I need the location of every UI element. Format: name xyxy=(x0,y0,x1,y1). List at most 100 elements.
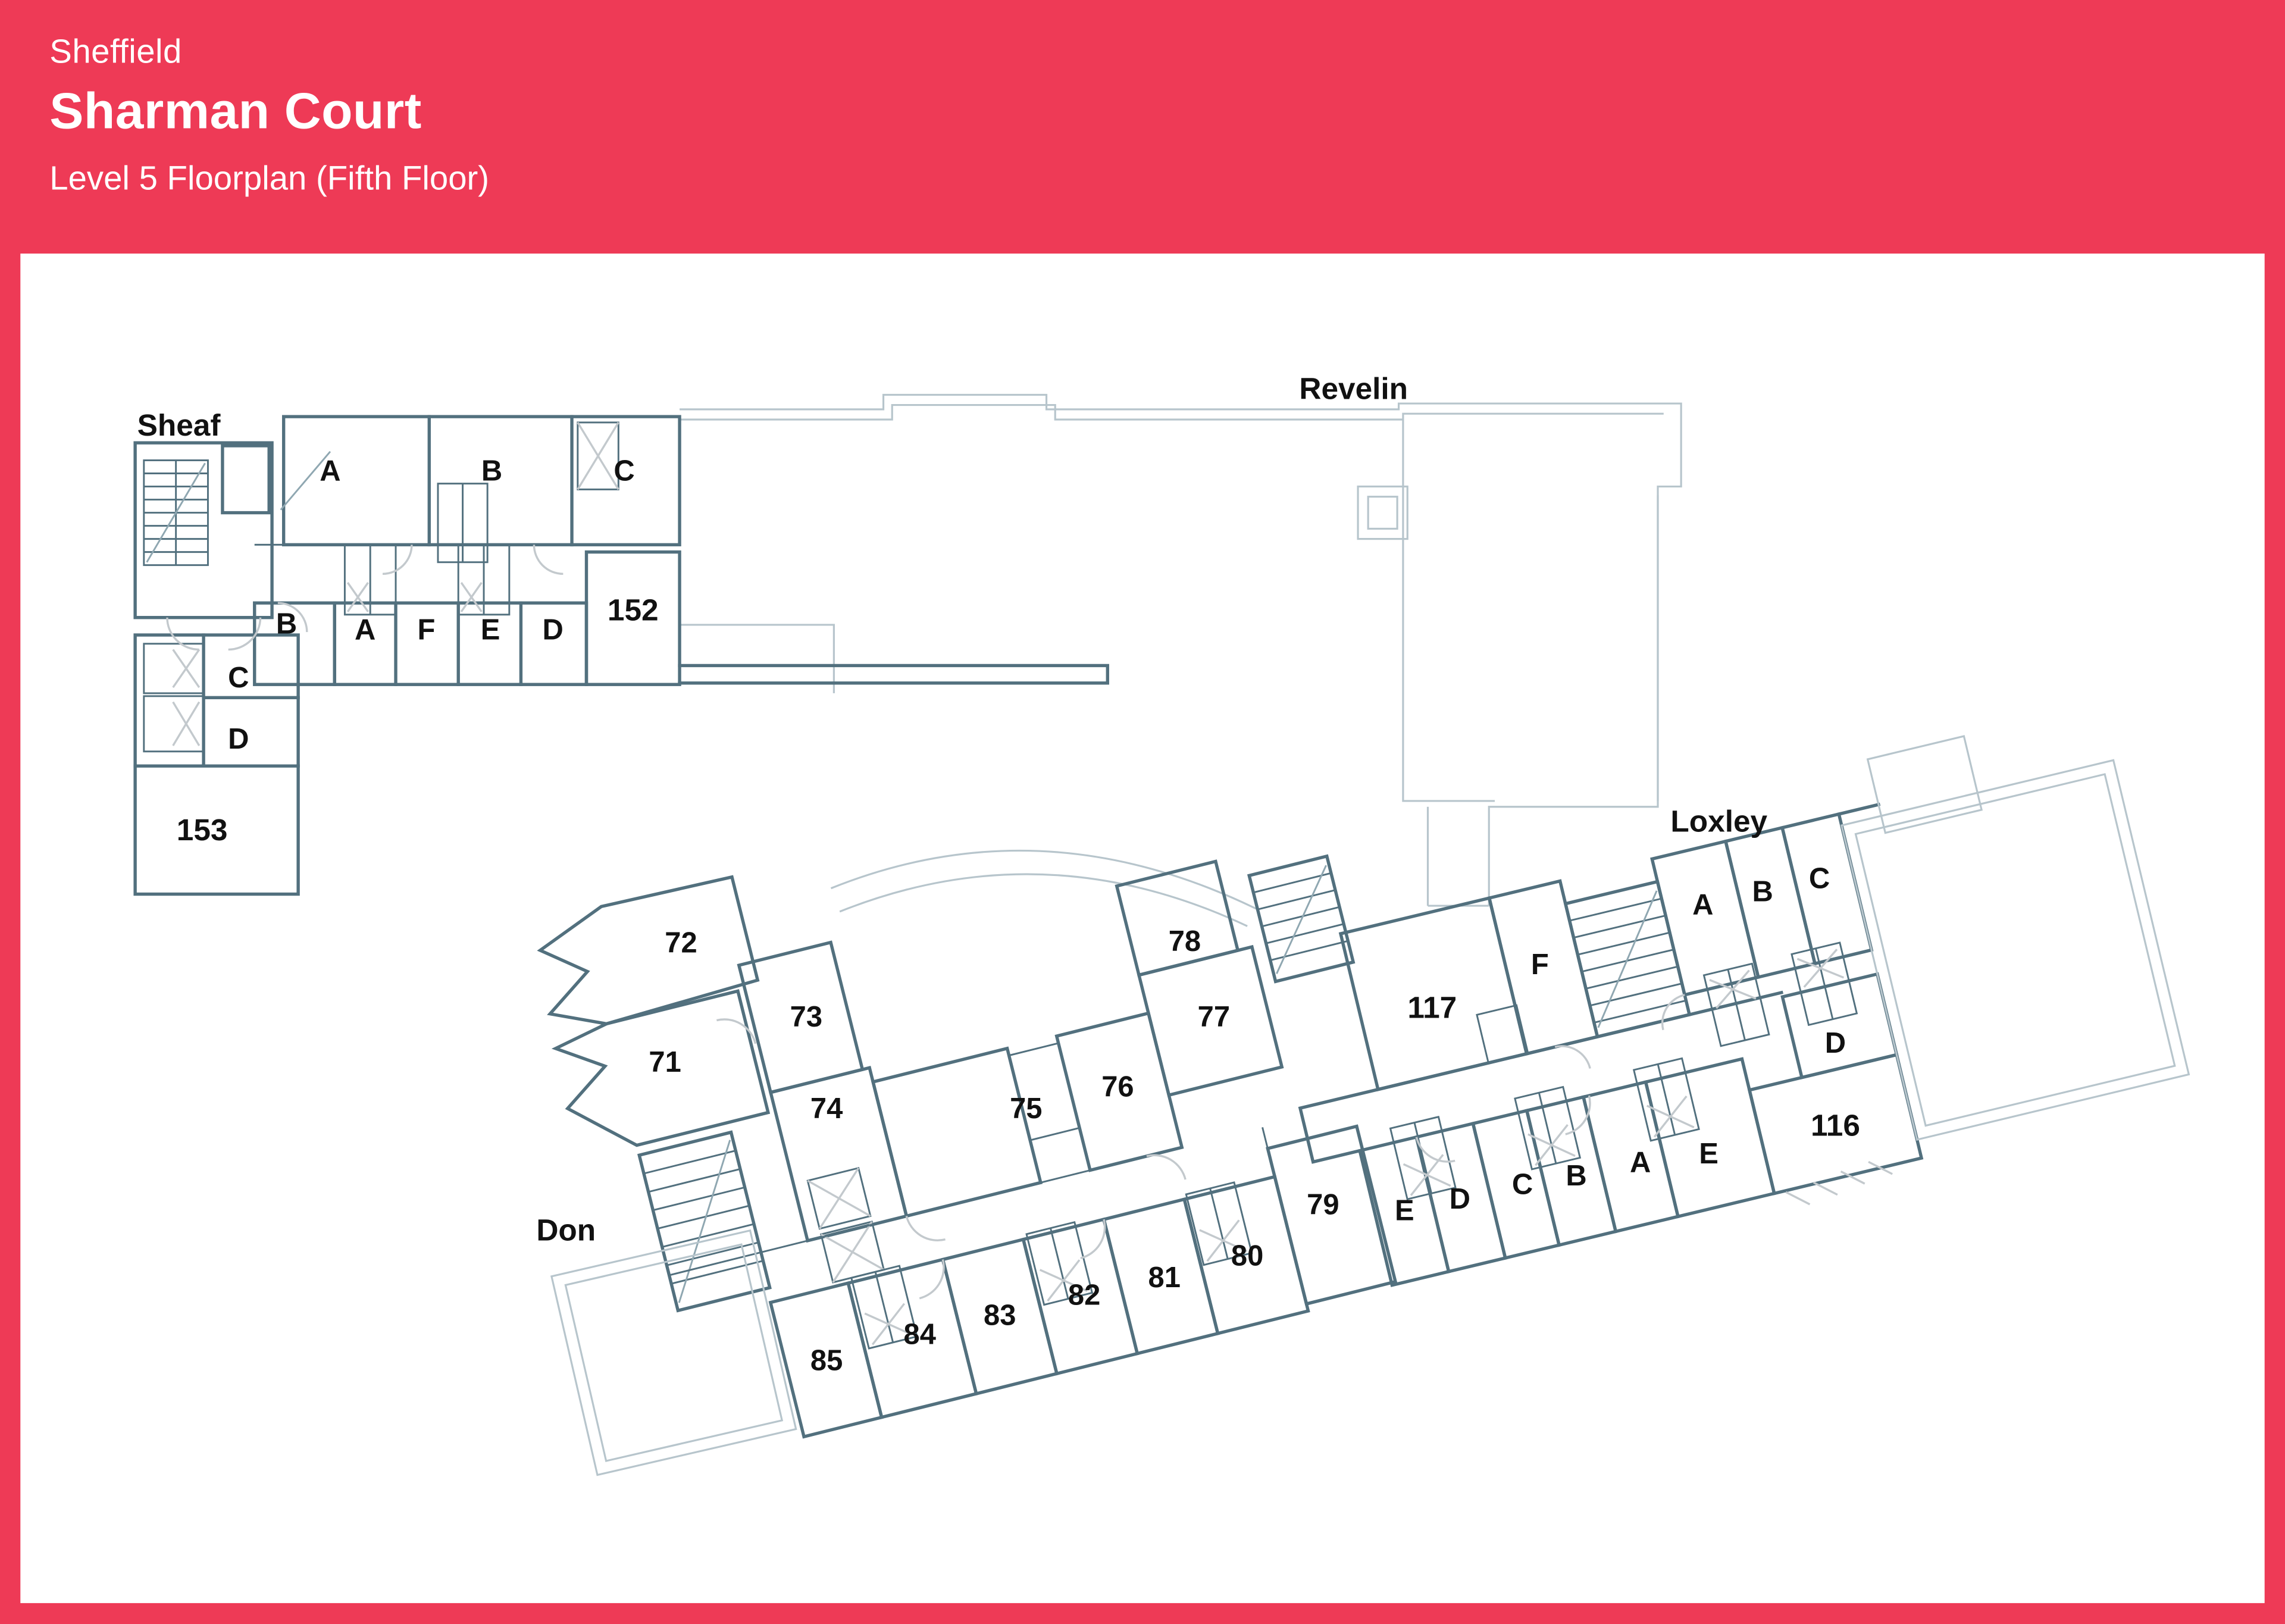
shower-cross xyxy=(864,1219,1247,1345)
room-label-80: 80 xyxy=(1231,1240,1263,1272)
room-73 xyxy=(737,940,865,1094)
room-label-sheaf-a-top: A xyxy=(320,455,340,487)
skylight-outer xyxy=(1357,485,1408,540)
room-label-78: 78 xyxy=(1169,925,1201,957)
pod-divider xyxy=(874,1271,894,1343)
room-label-74: 74 xyxy=(810,1093,843,1125)
pod-divider xyxy=(1413,1122,1432,1194)
door-arc xyxy=(919,1259,945,1300)
room-75 xyxy=(871,1046,1043,1218)
shower-box xyxy=(577,421,619,490)
pod-divider xyxy=(1049,1228,1069,1299)
shower-cross xyxy=(1403,949,1845,1196)
room-label-loxley-a-top: A xyxy=(1692,889,1713,921)
room-label-loxley-c: C xyxy=(1512,1168,1533,1200)
shower-cross xyxy=(577,422,619,490)
sheaf-stairs-diagonal xyxy=(146,462,206,563)
lift-shaft xyxy=(806,1166,872,1230)
room-label-sheaf-a-mid: A xyxy=(355,614,375,646)
flat-label-117: 117 xyxy=(1407,990,1457,1024)
room-79 xyxy=(1266,1124,1398,1306)
terrace-outline-inner xyxy=(564,1243,784,1462)
room-label-sheaf-b-mid: B xyxy=(276,608,297,640)
room-loxley-e xyxy=(1357,1135,1451,1287)
sheaf-top-dividers xyxy=(427,415,574,547)
room-label-76: 76 xyxy=(1101,1071,1134,1103)
sheaf-ramp-line xyxy=(280,450,331,511)
revelin-lower-edge xyxy=(680,624,835,693)
loxley-corridor-edges xyxy=(1298,990,1783,1164)
shower-cross xyxy=(346,582,483,612)
room-label-sheaf-c-side: C xyxy=(228,662,249,694)
bathroom-pod xyxy=(143,643,205,694)
room-label-71: 71 xyxy=(649,1046,681,1078)
room-label-sheaf-f-mid: F xyxy=(417,614,435,646)
shower-cross xyxy=(172,649,201,746)
page-header: Sheffield Sharman Court Level 5 Floorpla… xyxy=(49,32,489,198)
sheaf-column-dividers xyxy=(133,633,300,768)
junction-stairs-box xyxy=(1247,854,1356,984)
room-label-79: 79 xyxy=(1307,1189,1339,1221)
room-label-sheaf-b-top: B xyxy=(481,455,502,487)
pod-divider xyxy=(1657,1063,1676,1135)
room-label-loxley-e: E xyxy=(1395,1194,1414,1226)
bathroom-pod xyxy=(1476,1004,1529,1064)
flat-label-116: 116 xyxy=(1811,1108,1860,1143)
room-label-83: 83 xyxy=(984,1300,1016,1332)
don-stairs-box xyxy=(637,1130,772,1313)
door-arc xyxy=(1554,1045,1591,1069)
wing-label-sheaf: Sheaf xyxy=(137,408,221,442)
wing-label-loxley: Loxley xyxy=(1670,803,1767,838)
flat-label-153: 153 xyxy=(177,812,228,847)
room-label-sheaf-d-side: D xyxy=(228,723,249,755)
room-label-81: 81 xyxy=(1148,1262,1180,1294)
door-arc xyxy=(1080,1219,1106,1259)
room-72-outline xyxy=(537,875,760,1026)
wing-loxley-geometry xyxy=(1298,735,2190,1287)
balcony-hatch xyxy=(1785,1160,1893,1206)
building-title: Sharman Court xyxy=(49,83,422,140)
lift-cross xyxy=(807,1167,871,1229)
door-arc xyxy=(716,1018,757,1044)
plan-canvas: Sheaf Revelin Don Loxley A B C 152 B A F… xyxy=(20,254,2265,1603)
revelin-outer-wall xyxy=(680,393,1682,906)
pod-divider xyxy=(1727,969,1746,1041)
utility-pod xyxy=(1007,1042,1081,1141)
don-stairs-diagonal xyxy=(678,1140,731,1303)
room-label-sheaf-d-mid: D xyxy=(543,614,564,646)
pod-divider xyxy=(1814,948,1834,1019)
courtyard-curve-1 xyxy=(830,849,1257,910)
flat-label-152: 152 xyxy=(608,593,659,627)
room-label-sheaf-e-mid: E xyxy=(481,614,500,646)
junction-stairs-diagonal xyxy=(1276,865,1327,974)
labels: Sheaf Revelin Don Loxley A B C 152 B A F… xyxy=(137,371,1860,1377)
courtyard-curve-2 xyxy=(839,873,1248,927)
room-label-72: 72 xyxy=(665,927,697,959)
room-label-loxley-a: A xyxy=(1630,1147,1651,1179)
floorplan-svg: Sheaf Revelin Don Loxley A B C 152 B A F… xyxy=(133,371,2190,1476)
door-arc xyxy=(1565,1095,1591,1135)
junction-stairs-treads xyxy=(1253,872,1348,962)
skylight-inner xyxy=(1367,496,1398,530)
room-label-loxley-e-right: E xyxy=(1699,1138,1719,1170)
room-78 xyxy=(1115,859,1240,977)
room-label-sheaf-c-top: C xyxy=(613,455,634,487)
sheaf-room-b2 xyxy=(253,601,336,686)
room-label-85: 85 xyxy=(810,1344,843,1376)
pod-divider xyxy=(1538,1092,1557,1164)
lift-cross xyxy=(820,1221,885,1283)
room-label-73: 73 xyxy=(790,1001,822,1033)
wing-revelin-outline xyxy=(680,393,1682,927)
door-arc xyxy=(533,545,564,575)
sheaf-small-room xyxy=(221,444,271,515)
revelin-inner-wall xyxy=(680,403,1664,421)
sheaf-mid-dividers xyxy=(394,601,523,686)
bathroom-pod xyxy=(143,695,205,753)
room-label-77: 77 xyxy=(1198,1001,1230,1033)
loxley-stairs-diagonal xyxy=(1597,890,1658,1028)
room-71-outline xyxy=(551,989,771,1147)
sheaf-link-corridor xyxy=(678,664,1109,685)
revelin-corridor xyxy=(1426,806,1489,907)
don-stairs-treads xyxy=(643,1150,763,1285)
